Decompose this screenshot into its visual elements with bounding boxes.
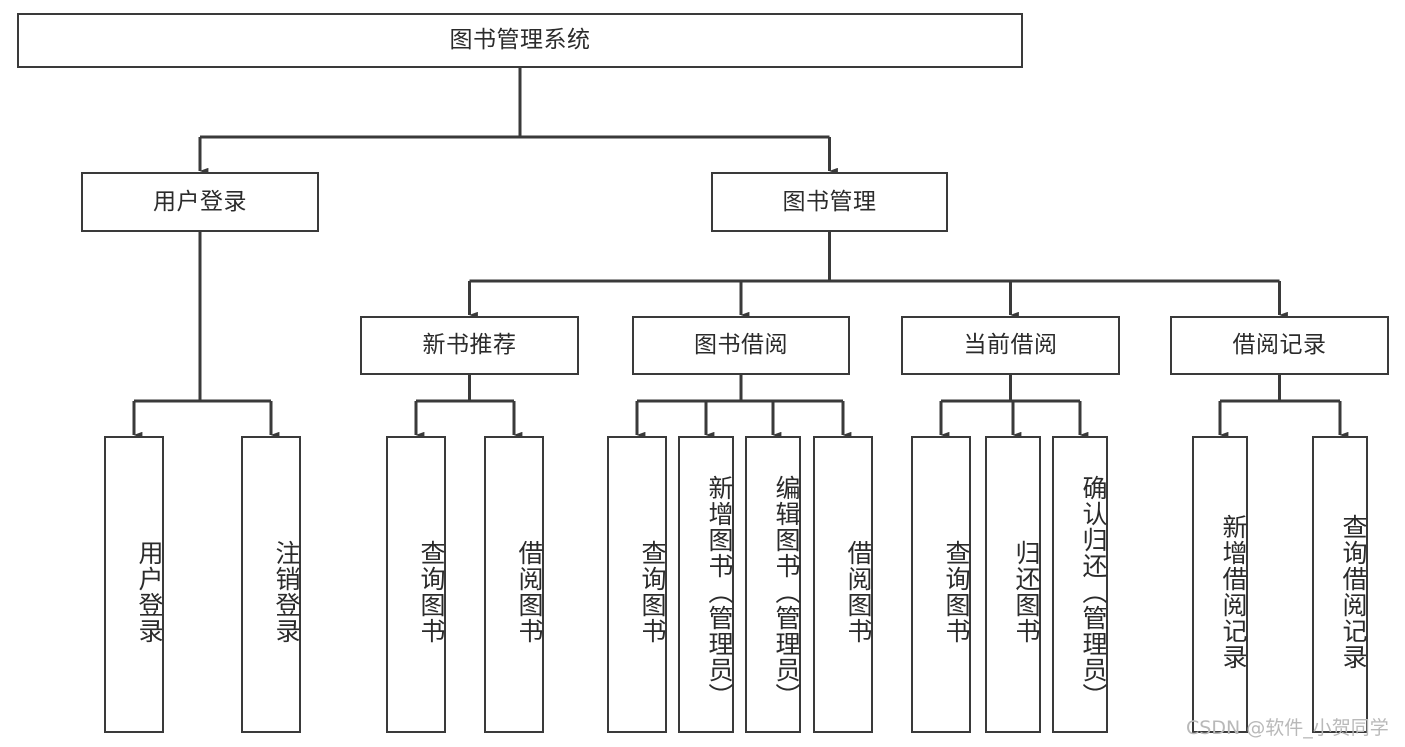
node-label: 归还图书 xyxy=(1012,539,1041,644)
node-function-leaf-query-book-cur[interactable]: 查询图书 xyxy=(911,436,971,733)
node-label: 新增借阅记录 xyxy=(1219,513,1248,670)
node-label: 注销登录 xyxy=(272,539,301,644)
node-function-leaf-logout[interactable]: 注销登录 xyxy=(241,436,301,733)
node-module-book-manage[interactable]: 图书管理 xyxy=(711,172,948,232)
node-label: 图书管理 xyxy=(782,188,877,215)
node-function-leaf-confirm-return[interactable]: 确认归还（管理员） xyxy=(1052,436,1108,733)
node-function-leaf-add-record[interactable]: 新增借阅记录 xyxy=(1192,436,1248,733)
node-submodule-new-book-rec[interactable]: 新书推荐 xyxy=(360,316,579,375)
node-label: 查询图书 xyxy=(638,539,667,644)
node-function-leaf-add-book[interactable]: 新增图书（管理员） xyxy=(678,436,734,733)
node-label: 编辑图书（管理员） xyxy=(772,474,801,709)
node-label: 借阅记录 xyxy=(1232,332,1327,359)
node-label: 新书推荐 xyxy=(422,332,517,359)
node-function-leaf-return-book[interactable]: 归还图书 xyxy=(985,436,1041,733)
node-label: 新增图书（管理员） xyxy=(705,474,734,709)
node-label: 借阅图书 xyxy=(515,539,544,644)
node-label: 查询图书 xyxy=(417,539,446,644)
node-function-leaf-borrow-book-rec[interactable]: 借阅图书 xyxy=(484,436,544,733)
node-function-leaf-query-record[interactable]: 查询借阅记录 xyxy=(1312,436,1368,733)
node-function-leaf-query-book-rec[interactable]: 查询图书 xyxy=(386,436,446,733)
node-label: 查询图书 xyxy=(942,539,971,644)
node-label: 借阅图书 xyxy=(844,539,873,644)
node-function-leaf-user-login[interactable]: 用户登录 xyxy=(104,436,164,733)
node-function-leaf-edit-book[interactable]: 编辑图书（管理员） xyxy=(745,436,801,733)
node-submodule-current-borrow[interactable]: 当前借阅 xyxy=(901,316,1120,375)
node-label: 图书管理系统 xyxy=(449,27,591,54)
node-label: 用户登录 xyxy=(153,188,247,215)
node-submodule-book-borrow[interactable]: 图书借阅 xyxy=(632,316,850,375)
node-function-leaf-query-book-borrow[interactable]: 查询图书 xyxy=(607,436,667,733)
node-module-user-login[interactable]: 用户登录 xyxy=(81,172,319,232)
node-label: 图书借阅 xyxy=(694,332,788,359)
watermark: CSDN @软件_小贺同学 xyxy=(1186,717,1389,739)
node-root-root[interactable]: 图书管理系统 xyxy=(17,13,1023,68)
node-label: 当前借阅 xyxy=(963,332,1058,359)
node-submodule-borrow-record[interactable]: 借阅记录 xyxy=(1170,316,1389,375)
node-label: 查询借阅记录 xyxy=(1339,513,1368,670)
node-label: 确认归还（管理员） xyxy=(1079,474,1108,709)
node-label: 用户登录 xyxy=(135,539,164,644)
node-function-leaf-borrow-book[interactable]: 借阅图书 xyxy=(813,436,873,733)
